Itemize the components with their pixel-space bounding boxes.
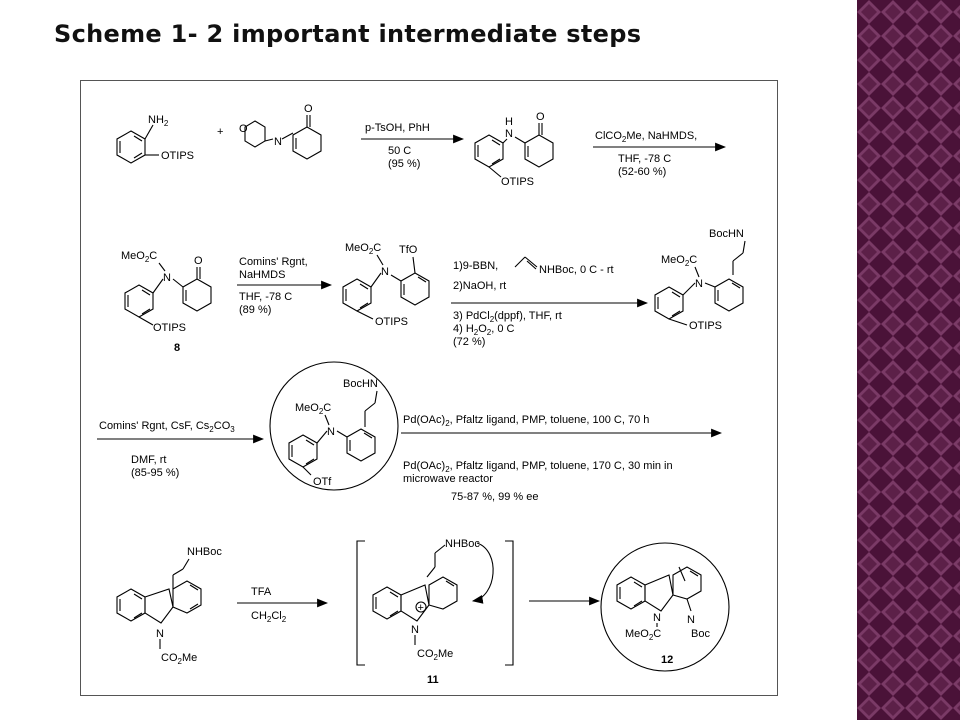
c-bochn-label: BocHN [343,378,378,390]
c8-meo2c-label: MeO2C [121,250,157,264]
arrow5-yield-label: (85-95 %) [131,467,179,479]
compound-8-label: 8 [174,342,180,354]
vinyl-nhboc-icon [514,256,538,270]
arrow4-step1b-label: NHBoc, 0 C - rt [539,264,614,276]
c8-o-label: O [194,255,203,267]
arrow2-reagent-label: ClCO2Me, NaHMDS, [595,130,697,144]
f-n2-label: N [687,614,695,626]
arrow2-yield-label: (52-60 %) [618,166,666,178]
i-co2me-label: CO2Me [417,648,453,662]
arrow6-microwave-label: microwave reactor [403,473,493,485]
aniline-otips-structure: NH2 OTIPS + [116,114,223,164]
aniline-nh2-label: NH2 [148,114,169,128]
arrow4-step2-label: 2)NaOH, rt [453,280,506,292]
arrow3-base-label: NaHMDS [239,269,285,281]
product1-n-label: N [505,128,513,140]
product1-h-label: H [505,116,513,128]
arrow1-temp-label: 50 C [388,145,411,157]
arrow4-step1-label: 1)9-BBN, [453,260,498,272]
arrow4-step4-label: 4) H2O2, 0 C [453,323,515,337]
c-meo2c-label: MeO2C [295,402,331,416]
morpholine-o-label: O [239,123,248,135]
arrow6-conditions-a-label: Pd(OAc)2, Pfaltz ligand, PMP, toluene, 1… [403,414,649,428]
c-n-label: N [327,426,335,438]
i-plus-label: + [418,602,424,614]
enaminone-product-structure: H N O OTIPS [474,111,554,188]
left-bracket [356,540,365,666]
arrow3-yield-label: (89 %) [239,304,271,316]
arrow4-step3-label: 3) PdCl2(dppf), THF, rt [453,310,562,324]
aryl-triflate-structure: BocHN MeO2C N OTf [269,361,399,491]
c8-otips-label: OTIPS [153,322,186,334]
s-nhboc-label: NHBoc [187,546,222,558]
compound-12-structure: N N MeO2C Boc 12 [600,542,730,672]
aniline-otips-label: OTIPS [161,150,194,162]
spiro-carbamate-structure: NHBoc N CO2Me [116,546,222,666]
arrow4-yield-label: (72 %) [453,336,485,348]
p2-n-label: N [381,266,389,278]
intermediate-11-structure: NHBoc N + CO2Me 11 [356,538,514,686]
page-title: Scheme 1- 2 important intermediate steps [54,20,642,48]
compound-11-label: 11 [427,674,439,686]
bochn-ethyl-product-structure: BocHN MeO2C N OTIPS [654,228,746,332]
f-n-label: N [653,612,661,624]
f-boc-label: Boc [691,628,710,640]
arrow5-reagents-label: Comins' Rgnt, CsF, Cs2CO3 [99,420,235,434]
compound-8-structure: MeO2C N O OTIPS 8 [121,250,212,354]
product1-otips-label: OTIPS [501,176,534,188]
arrow1-yield-label: (95 %) [388,158,420,170]
p2-otips-label: OTIPS [375,316,408,328]
vinyl-triflate-structure: MeO2C TfO N OTIPS [342,242,430,328]
p2-tfo-label: TfO [399,244,418,256]
arrow1-reagent-label: p-TsOH, PhH [365,122,430,134]
right-bracket [505,540,514,666]
decorative-side-pattern [857,0,960,720]
morpholine-n-label: N [274,136,282,148]
highlight-circle-12 [600,542,730,672]
arrow6-yield-label: 75-87 %, 99 % ee [451,491,538,503]
p3-otips-label: OTIPS [689,320,722,332]
reaction-scheme-svg: NH2 OTIPS + O N O p-TsOH, PhH 50 C (95 %… [97,103,746,686]
arrow7-solvent-label: CH2Cl2 [251,610,287,624]
arrow2-conditions-label: THF, -78 C [618,153,671,165]
morpholine-enamine-structure: O N O [239,103,322,160]
arrow3-conditions-label: THF, -78 C [239,291,292,303]
arrow6-conditions-b-label: Pd(OAc)2, Pfaltz ligand, PMP, toluene, 1… [403,460,673,474]
positive-charge-icon [415,601,427,613]
highlight-circle [269,361,399,491]
c8-n-label: N [163,272,171,284]
c-otf-label: OTf [313,476,332,488]
p3-meo2c-label: MeO2C [661,254,697,268]
compound-12-label: 12 [661,654,673,666]
s-n-label: N [156,628,164,640]
arrow7-tfa-label: TFA [251,586,272,598]
p3-n-label: N [695,278,703,290]
reaction-scheme-figure: NH2 OTIPS + O N O p-TsOH, PhH 50 C (95 %… [80,80,778,696]
arrow3-reagent-label: Comins' Rgnt, [239,256,308,268]
s-co2me-label: CO2Me [161,652,197,666]
arrow5-solvent-label: DMF, rt [131,454,166,466]
ketone-o-label: O [304,103,313,115]
f-meo2c-label: MeO2C [625,628,661,642]
product1-o-label: O [536,111,545,123]
i-n-label: N [411,624,419,636]
p2-meo2c-label: MeO2C [345,242,381,256]
curved-arrow [471,542,494,604]
p3-bochn-label: BocHN [709,228,744,240]
i-nhboc-label: NHBoc [445,538,480,550]
plus-sign: + [217,126,223,138]
